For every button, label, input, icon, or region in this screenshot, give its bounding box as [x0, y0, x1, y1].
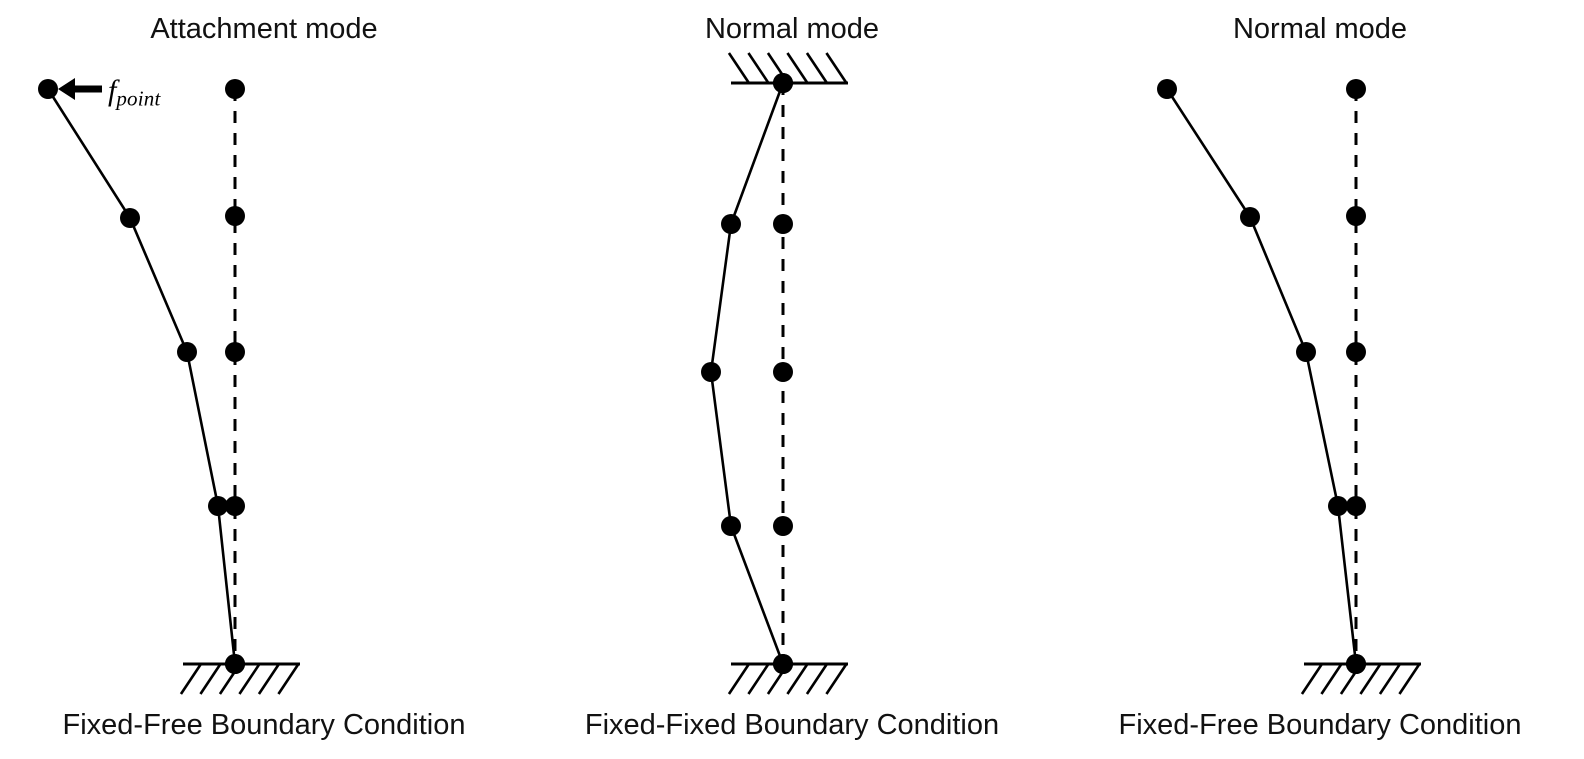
ground-hatch [238, 663, 261, 695]
reference-node-dot [225, 79, 245, 99]
reference-node-dot [773, 214, 793, 234]
ground-hatch [825, 52, 848, 84]
deformed-shape-line [1165, 87, 1358, 666]
deformed-node-dot [773, 73, 793, 93]
ground-hatch [1300, 663, 1324, 695]
reference-node-dot [225, 496, 245, 516]
reference-node-dot [773, 362, 793, 382]
ground-hatch [257, 663, 281, 695]
reference-node-dot [225, 206, 245, 226]
panel-title: Normal mode [704, 13, 880, 45]
deformed-node-dot [120, 208, 140, 228]
deformed-node-dot [773, 654, 793, 674]
ground-hatch [786, 52, 809, 84]
panel-normal-mode-fixed-free: Normal mode Fixed-Free Boundary Conditio… [1056, 0, 1584, 759]
ground-hatch [727, 663, 751, 695]
deformed-shape-line [46, 87, 237, 666]
deformed-shape-line [709, 81, 785, 666]
force-arrow-head [58, 78, 75, 100]
deformed-node-dot [1346, 654, 1366, 674]
ground-hatch [825, 663, 848, 695]
ground-hatch [179, 663, 203, 695]
force-label: fpoint [108, 74, 161, 111]
reference-node-dot [225, 342, 245, 362]
ground-hatch [1359, 663, 1382, 695]
ground-hatch [747, 663, 770, 695]
force-arrow [58, 78, 102, 100]
deformed-node-dot [721, 516, 741, 536]
deformed-node-dot [1240, 207, 1260, 227]
reference-node-dot [773, 516, 793, 536]
ground-hatch [277, 663, 300, 695]
panel-drawing [38, 78, 300, 695]
panel-caption: Fixed-Free Boundary Condition [62, 709, 466, 741]
deformed-node-dot [38, 79, 58, 99]
reference-node-dot [1346, 206, 1366, 226]
ground-hatch [1320, 663, 1343, 695]
deformed-node-dot [721, 214, 741, 234]
top-fixed-support [727, 52, 848, 85]
reference-node-dot [1346, 496, 1366, 516]
force-label-subscript: point [116, 86, 161, 111]
panel-normal-mode-fixed-fixed: Normal mode Fixed-Fixed Boundary Conditi… [528, 0, 1056, 759]
panel-caption: Fixed-Fixed Boundary Condition [584, 709, 1000, 741]
deformed-node-dot [1328, 496, 1348, 516]
deformed-node-dot [208, 496, 228, 516]
ground-hatch [805, 52, 829, 84]
deformed-node-dot [1296, 342, 1316, 362]
ground-hatch [747, 52, 770, 84]
ground-hatch [199, 663, 222, 695]
deformed-node-dot [701, 362, 721, 382]
deformed-node-dot [225, 654, 245, 674]
ground-hatch [1378, 663, 1402, 695]
ground-hatch [1398, 663, 1421, 695]
ground-hatch [727, 52, 751, 84]
panel-title: Attachment mode [150, 13, 378, 45]
panel-caption: Fixed-Free Boundary Condition [1118, 709, 1522, 741]
reference-node-dot [1346, 79, 1366, 99]
panel-drawing [701, 52, 848, 695]
deformed-node-dot [177, 342, 197, 362]
panel-attachment-mode: Attachment mode fpoint Fixed-Free Bounda… [0, 0, 528, 759]
force-label-symbol: f [108, 74, 117, 107]
panel-drawing [1157, 79, 1421, 695]
ground-hatch [786, 663, 809, 695]
ground-hatch [805, 663, 829, 695]
deformed-node-dot [1157, 79, 1177, 99]
reference-node-dot [1346, 342, 1366, 362]
panel-title: Normal mode [1232, 13, 1408, 45]
